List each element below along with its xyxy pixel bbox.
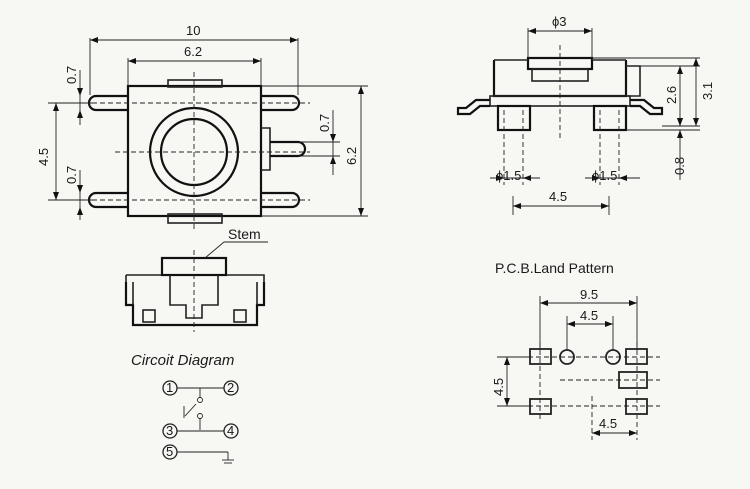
dim-4-5-bottom: 4.5 — [599, 416, 617, 431]
dim-0-7-lower: 0.7 — [64, 166, 79, 184]
dim-0-7-mid: 0.7 — [317, 114, 332, 132]
front-view: Stem — [124, 226, 268, 332]
bottom-tab — [167, 213, 223, 224]
pin-label-2: 2 — [227, 380, 234, 395]
dim-0-8: 0.8 — [672, 157, 687, 175]
dim-4-5-holes: 4.5 — [580, 308, 598, 323]
top-view: 10 6.2 0.7 4.5 0.7 0.7 6.2 — [36, 23, 368, 230]
dim-phi-1-5-left: ϕ1.5 — [496, 168, 521, 183]
dim-phi-3: ϕ3 — [552, 14, 567, 29]
switch-body — [126, 84, 263, 218]
right-notch — [261, 127, 271, 171]
pin-label-3: 3 — [166, 423, 173, 438]
land-pad-2 — [625, 348, 648, 365]
dim-10: 10 — [186, 23, 200, 38]
dim-3-1: 3.1 — [700, 82, 715, 100]
land-pad-4 — [625, 398, 648, 415]
pcb-land-pattern: P.C.B.Land Pattern 9.5 4.5 4.5 4.5 — [491, 260, 660, 440]
dim-4-5-left: 4.5 — [36, 148, 51, 166]
pin-4 — [261, 191, 301, 209]
side-view: ϕ3 2.6 3.1 0.8 ϕ1.5 ϕ1.5 4.5 — [456, 14, 715, 215]
peg-hole-left — [559, 349, 575, 365]
top-tab — [167, 79, 223, 88]
dim-6-2-horizontal: 6.2 — [184, 44, 202, 59]
circuit-diagram: Circoit Diagram 1 2 3 4 5 — [131, 352, 239, 464]
dim-4-5-vertical: 4.5 — [491, 378, 506, 396]
dim-9-5: 9.5 — [580, 287, 598, 302]
peg-hole-right — [605, 349, 621, 365]
land-pad-5 — [618, 371, 648, 389]
dim-4-5-side: 4.5 — [549, 189, 567, 204]
dim-0-7-top: 0.7 — [64, 66, 79, 84]
land-pad-1 — [529, 348, 552, 365]
land-pad-3 — [529, 398, 552, 415]
stem-label: Stem — [228, 226, 261, 242]
dim-6-2-vertical: 6.2 — [344, 147, 359, 165]
dim-2-6: 2.6 — [664, 86, 679, 104]
pin-label-1: 1 — [166, 380, 173, 395]
pcb-title: P.C.B.Land Pattern — [495, 260, 614, 276]
dim-phi-1-5-right: ϕ1.5 — [592, 168, 617, 183]
pin-5 — [270, 140, 307, 158]
pin-label-4: 4 — [227, 423, 234, 438]
pin-2 — [261, 94, 301, 112]
circuit-title: Circoit Diagram — [131, 352, 234, 369]
pin-label-5: 5 — [166, 444, 173, 459]
